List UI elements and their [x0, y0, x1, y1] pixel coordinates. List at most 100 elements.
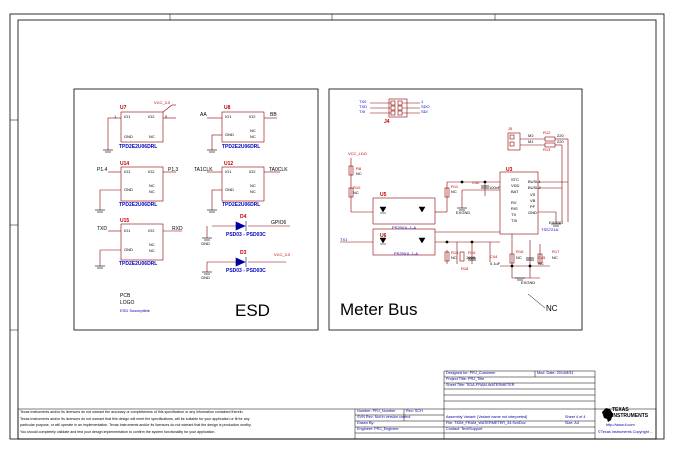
d3-ref: D3 — [240, 250, 247, 256]
d3-gnd-label: GND — [201, 275, 210, 280]
j5-m2: M2 — [528, 133, 534, 138]
u3-pin-bat: BAT — [511, 189, 519, 194]
j5-ref: J5 — [508, 126, 513, 131]
meter-bus-caps — [468, 185, 534, 261]
u8-net-right: BB — [270, 112, 277, 118]
r11-ref: R11 — [451, 184, 459, 189]
tb-disclaimer-2: Texas Instruments and/or its licensors d… — [20, 417, 250, 421]
tb-sheet: Sheet 4 of 4 — [565, 415, 586, 419]
u15-net-left: TXD — [97, 226, 107, 232]
esd-section-box — [73, 88, 319, 331]
pcb-label: PCB — [120, 293, 131, 299]
c45-val: NC — [538, 261, 544, 266]
u5-part: PS2501L-1-A — [392, 225, 417, 230]
j4-net-left-1: TXD — [359, 104, 367, 109]
j4-net-right-2: SDI — [421, 109, 428, 114]
u14-net-left: P1.4 — [97, 167, 108, 173]
u8-ref: U8 — [224, 105, 231, 111]
u3-pin-busl1: BUSL1 — [528, 179, 541, 184]
u3-pin-rx: RX — [511, 200, 517, 205]
u7-gnd: GND — [124, 134, 133, 139]
u15-io1: IO1 — [124, 228, 131, 233]
u12-net-left: TA1CLK — [194, 167, 213, 173]
d4-gnd-label: GND — [201, 241, 210, 246]
tb-mod-date: Mod. Date: 2014/8/31 — [537, 371, 574, 375]
r16-ref: R16 — [516, 249, 524, 254]
nc-label: NC — [546, 304, 558, 313]
u15-ref: U15 — [120, 218, 130, 224]
u7-symbol — [120, 111, 164, 143]
j4-net-right-1: SDO — [421, 104, 430, 109]
esd-vcc30-top: VCC_3.0 — [154, 100, 171, 105]
tb-url[interactable]: http://www.ti.com — [606, 423, 635, 427]
tb-rev: Rev: SCH — [406, 409, 423, 413]
r17-ref: R17 — [552, 249, 560, 254]
ti-logo — [602, 408, 613, 422]
tb-disclaimer-3: particular purpose, or will operate in a… — [20, 423, 252, 427]
r8-val: NC — [356, 171, 362, 176]
c40-val: 100nF — [489, 185, 501, 190]
tb-sheet-title: Sheet Title: TIDA-FRAM-WATERMETER — [446, 383, 515, 387]
u3-pin-stc: STC — [511, 177, 519, 182]
exgnd-2: EXGND — [549, 220, 564, 225]
r11-val: NC — [451, 189, 457, 194]
u5-optocoupler — [372, 197, 436, 225]
tb-project-title: Project Title: PRJ_Title — [446, 377, 485, 381]
tb-disclaimer-4: You should completely validate and test … — [20, 430, 216, 434]
u3-pin-busl2: BUSL2 — [528, 185, 541, 190]
tb-designed-for: Designed for: PRJ_Customer — [446, 371, 496, 375]
u15-symbol — [120, 223, 164, 261]
c44-val: 0.1uF — [490, 261, 501, 266]
esd-ground-symbols — [95, 149, 217, 275]
tb-size: Size: A4 — [565, 421, 579, 425]
tb-assembly: Assembly Variant: [Variant name not inte… — [446, 415, 528, 419]
u3-part: TSS721A — [541, 227, 559, 232]
u14-gnd: GND — [124, 187, 133, 192]
r8-ref: R8 — [356, 166, 362, 171]
r12-val: 220 — [557, 133, 564, 138]
u14-net-right: P1.3 — [168, 167, 179, 173]
c40-ref: C40 — [472, 180, 480, 185]
d4-net: GPIO6 — [271, 220, 287, 226]
u7-pin5: 5 — [165, 114, 168, 119]
esd-note: ESD Susceptible — [120, 308, 151, 313]
u8-io2: IO2 — [249, 114, 256, 119]
d4-diode-icon — [235, 221, 246, 231]
meter-bus-ground-symbols — [457, 207, 561, 281]
u14-symbol — [120, 166, 164, 202]
u7-part: TPD2E2U06DRL — [119, 144, 158, 150]
u3-pin-txi: TXI — [511, 218, 518, 223]
nc-leader-line — [527, 293, 546, 309]
logo-label: LOGO — [120, 300, 135, 306]
d3-part: PSD03 - PSD03C — [226, 268, 266, 274]
u3-pin-ris: RIS — [511, 206, 518, 211]
r13-val: 220 — [557, 139, 564, 144]
u12-io2: IO2 — [249, 169, 256, 174]
r10-val: NC — [353, 190, 359, 195]
u3-pin-vs: VS — [530, 192, 536, 197]
tb-disclaimer-1: Texas Instruments and/or its licensors d… — [20, 410, 244, 414]
u6-ref: U6 — [380, 233, 387, 239]
j4-net-right-0: 1 — [421, 99, 424, 104]
d3-vcc: VCC_3.0 — [274, 252, 291, 257]
u8-part: TPD2E2U06DRL — [222, 144, 261, 150]
esd-title: ESD — [235, 301, 270, 320]
u15-io2: IO2 — [148, 228, 155, 233]
u5-ref: U5 — [380, 192, 387, 198]
u3-pin-tx: TX — [511, 212, 517, 217]
u8-net-left: AA — [200, 112, 207, 118]
j4-ref: J4 — [384, 119, 390, 125]
d3-diode-icon — [235, 257, 246, 267]
tb-contact: Contact: TechSupport — [446, 427, 483, 431]
u8-nc2: NC — [250, 134, 256, 139]
u7-pin1: 1 — [114, 114, 117, 119]
u14-ref: U14 — [120, 161, 130, 167]
u15-nc2: NC — [149, 248, 155, 253]
j4-net-left-2: TXI — [359, 109, 366, 114]
meter-bus-title: Meter Bus — [340, 300, 418, 319]
u7-ref: U7 — [120, 105, 127, 111]
u14-part: TPD2E2U06DRL — [119, 202, 158, 208]
u12-symbol — [221, 166, 265, 202]
u12-nc1: NC — [250, 183, 256, 188]
